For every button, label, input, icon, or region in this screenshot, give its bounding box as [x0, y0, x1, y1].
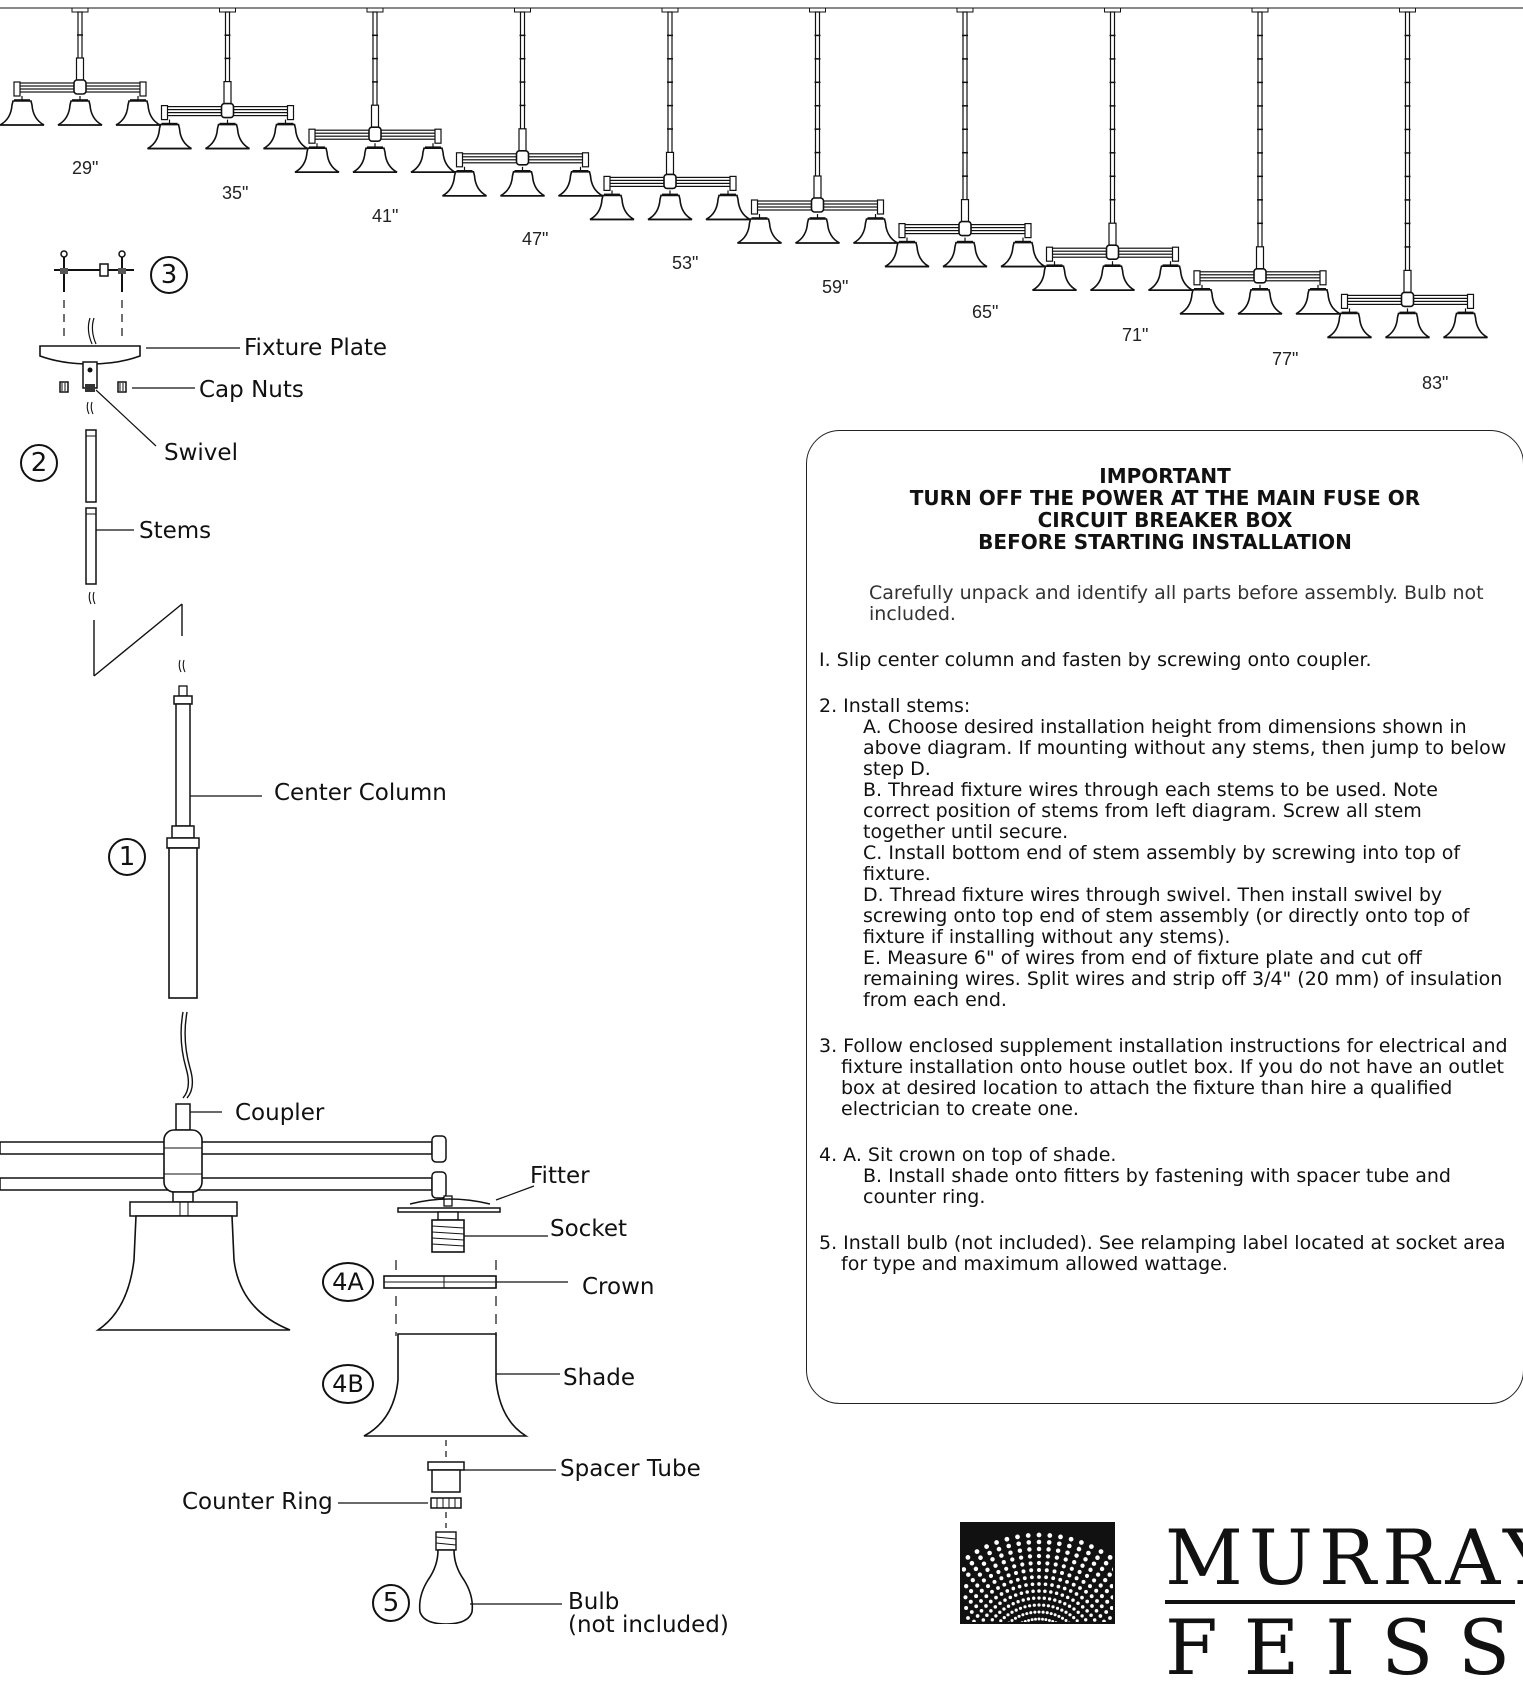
- center-column-drawing: [167, 686, 262, 1098]
- height-variant-1: [148, 8, 308, 149]
- height-variants: [0, 8, 1488, 337]
- marker-3: 3: [150, 256, 188, 294]
- label-bulb-note: (not included): [568, 1612, 729, 1638]
- height-label-71: 71": [1122, 325, 1148, 346]
- warning-line-2: TURN OFF THE POWER AT THE MAIN FUSE OR: [807, 487, 1523, 509]
- step-2-e: E. Measure 6" of wires from end of fixtu…: [841, 948, 1509, 1011]
- label-counter-ring: Counter Ring: [182, 1489, 333, 1515]
- step-5: 5. Install bulb (not included). See rela…: [819, 1233, 1509, 1275]
- step-2-d: D. Thread fixture wires through swivel. …: [841, 885, 1509, 948]
- height-label-53: 53": [672, 253, 698, 274]
- label-fitter: Fitter: [530, 1163, 590, 1189]
- height-variant-9: [1328, 8, 1488, 337]
- step-2-b: B. Thread fixture wires through each ste…: [841, 780, 1509, 843]
- step-2-title: 2. Install stems:: [841, 696, 1509, 717]
- step-2-a: A. Choose desired installation height fr…: [841, 717, 1509, 780]
- label-cap-nuts: Cap Nuts: [199, 377, 304, 403]
- height-variant-4: [590, 8, 750, 219]
- height-variant-0: [0, 8, 160, 125]
- instructions-panel: IMPORTANT TURN OFF THE POWER AT THE MAIN…: [806, 430, 1523, 1404]
- warning-line-4: BEFORE STARTING INSTALLATION: [807, 531, 1523, 553]
- marker-4b: 4B: [322, 1364, 374, 1404]
- height-variant-7: [1033, 8, 1193, 290]
- height-label-77: 77": [1272, 349, 1298, 370]
- step-4-a: 4. A. Sit crown on top of shade.: [841, 1145, 1509, 1166]
- label-swivel: Swivel: [164, 440, 238, 466]
- height-label-41: 41": [372, 206, 398, 227]
- stems-drawing: [86, 430, 134, 604]
- label-shade: Shade: [563, 1365, 635, 1391]
- brand-line-1: MURRAY: [1165, 1518, 1523, 1598]
- height-label-59: 59": [822, 277, 848, 298]
- fixture-body-drawing: [0, 1104, 548, 1330]
- label-spacer-tube: Spacer Tube: [560, 1456, 701, 1482]
- intro-text: Carefully unpack and identify all parts …: [819, 583, 1509, 625]
- label-fixture-plate: Fixture Plate: [244, 335, 387, 361]
- warning-line-1: IMPORTANT: [807, 465, 1523, 487]
- height-variant-8: [1180, 8, 1340, 314]
- step-4: 4. A. Sit crown on top of shade. B. Inst…: [819, 1145, 1509, 1208]
- brand-logo-mark: [960, 1522, 1115, 1624]
- instructions-body: Carefully unpack and identify all parts …: [819, 583, 1509, 1300]
- height-label-83: 83": [1422, 373, 1448, 394]
- marker-4a: 4A: [322, 1262, 374, 1302]
- step-3: 3. Follow enclosed supplement installati…: [819, 1036, 1509, 1120]
- label-socket: Socket: [550, 1216, 627, 1242]
- label-crown: Crown: [582, 1274, 654, 1300]
- step-4-b: B. Install shade onto fitters by fasteni…: [841, 1166, 1509, 1208]
- crossbar-hardware: [54, 251, 134, 292]
- height-label-29: 29": [72, 158, 98, 179]
- label-center-column: Center Column: [274, 780, 447, 806]
- label-coupler: Coupler: [235, 1100, 324, 1126]
- marker-5: 5: [372, 1584, 410, 1622]
- warning-header: IMPORTANT TURN OFF THE POWER AT THE MAIN…: [807, 465, 1523, 553]
- step-2-c: C. Install bottom end of stem assembly b…: [841, 843, 1509, 885]
- marker-1: 1: [108, 838, 146, 876]
- warning-line-3: CIRCUIT BREAKER BOX: [807, 509, 1523, 531]
- step-1: I. Slip center column and fasten by scre…: [819, 650, 1509, 671]
- height-label-47: 47": [522, 229, 548, 250]
- step-2: 2. Install stems: A. Choose desired inst…: [819, 696, 1509, 1011]
- height-variant-3: [443, 8, 603, 196]
- exploded-parts-drawing: [338, 1260, 568, 1624]
- height-label-35: 35": [222, 183, 248, 204]
- brand-wordmark: MURRAY FEISS: [1165, 1518, 1523, 1688]
- height-label-65: 65": [972, 302, 998, 323]
- brand-line-2: FEISS: [1165, 1608, 1523, 1688]
- marker-2: 2: [20, 444, 58, 482]
- height-variant-2: [295, 8, 455, 172]
- label-stems: Stems: [139, 518, 211, 544]
- height-variant-6: [885, 8, 1045, 267]
- height-variant-5: [738, 8, 898, 243]
